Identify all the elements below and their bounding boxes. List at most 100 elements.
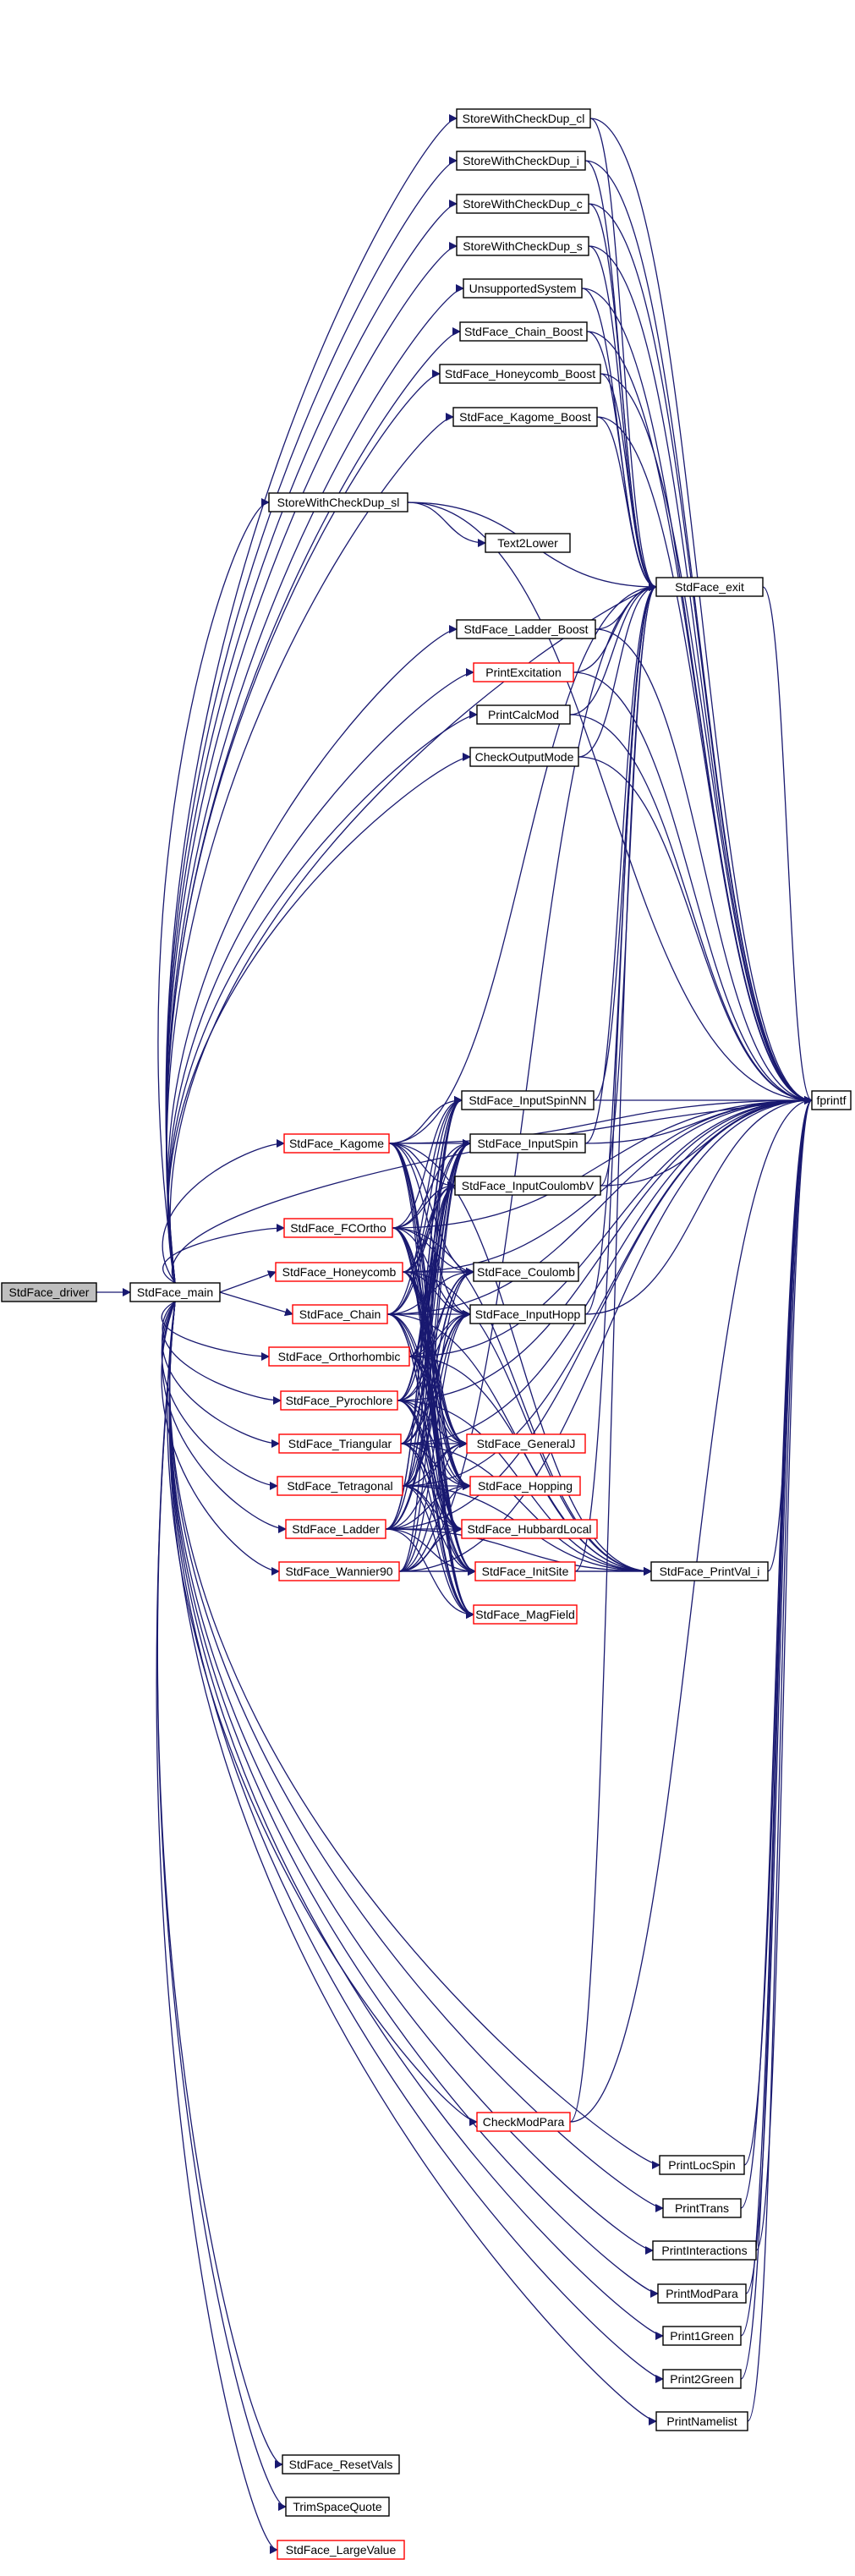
node-printexc[interactable]: PrintExcitation: [473, 662, 574, 682]
node-box-tetra: [277, 1476, 403, 1496]
node-honey_boost[interactable]: StdFace_Honeycomb_Boost: [439, 364, 601, 384]
node-label-coulomb: StdFace_Coulomb: [477, 1265, 575, 1279]
edge-ortho-to-initsite: [408, 1356, 476, 1576]
node-printvali[interactable]: StdFace_PrintVal_i: [650, 1561, 769, 1581]
node-triang[interactable]: StdFace_Triangular: [278, 1433, 402, 1454]
node-checkout[interactable]: CheckOutputMode: [469, 747, 579, 767]
edge-printtrans-to-fprintf: [740, 1096, 813, 2209]
node-inhopp[interactable]: StdFace_InputHopp: [469, 1304, 586, 1324]
node-box-swcd_c: [456, 194, 589, 214]
edge-main-to-kagome_boost: [166, 413, 454, 1284]
node-ladder_boost[interactable]: StdFace_Ladder_Boost: [456, 619, 596, 639]
node-label-pyro: StdFace_Pyrochlore: [286, 1394, 393, 1407]
edge-pyro-to-inhopp: [397, 1310, 471, 1401]
node-trimsq[interactable]: TrimSpaceQuote: [285, 2497, 390, 2517]
edge-main-to-printexc: [167, 668, 474, 1284]
node-printname[interactable]: PrintNamelist: [655, 2411, 748, 2431]
node-honeycomb[interactable]: StdFace_Honeycomb: [275, 1262, 403, 1282]
edge-main-to-wannier: [161, 1301, 280, 1576]
node-pyro[interactable]: StdFace_Pyrochlore: [280, 1390, 398, 1411]
node-magfield[interactable]: StdFace_MagField: [473, 1604, 578, 1625]
edge-inspinnn-to-exit: [593, 583, 657, 1101]
edge-printcalc-to-exit: [569, 583, 657, 715]
node-label-incoul: StdFace_InputCoulombV: [462, 1179, 595, 1192]
node-swcd_cl[interactable]: StoreWithCheckDup_cl: [456, 108, 591, 129]
node-print1g[interactable]: Print1Green: [662, 2326, 742, 2346]
node-chain[interactable]: StdFace_Chain: [292, 1304, 388, 1324]
node-generalj[interactable]: StdFace_GeneralJ: [466, 1433, 586, 1454]
node-printmod[interactable]: PrintModPara: [657, 2283, 747, 2304]
node-label-triang: StdFace_Triangular: [288, 1437, 392, 1450]
node-label-fcortho: StdFace_FCOrtho: [290, 1221, 386, 1235]
edge-main-to-swcd_c: [165, 200, 458, 1284]
edge-exit-to-fprintf: [762, 586, 813, 1104]
node-ladder[interactable]: StdFace_Ladder: [285, 1519, 386, 1539]
node-ortho[interactable]: StdFace_Orthorhombic: [268, 1346, 410, 1367]
node-box-coulomb: [473, 1262, 579, 1282]
edge-triang-to-initsite: [400, 1443, 476, 1576]
node-box-incoul: [454, 1176, 601, 1196]
node-chain_boost[interactable]: StdFace_Chain_Boost: [459, 321, 588, 342]
node-print2g[interactable]: Print2Green: [662, 2369, 742, 2389]
node-box-fcortho: [283, 1218, 393, 1238]
node-box-printlocspin: [659, 2155, 745, 2175]
node-box-inspin: [469, 1133, 586, 1154]
node-exit[interactable]: StdFace_exit: [655, 577, 764, 597]
node-incoul[interactable]: StdFace_InputCoulombV: [454, 1176, 601, 1196]
node-printinter[interactable]: PrintInteractions: [652, 2240, 757, 2261]
node-kagome[interactable]: StdFace_Kagome: [283, 1133, 390, 1154]
node-label-inspinnn: StdFace_InputSpinNN: [469, 1093, 586, 1107]
node-box-checkmod: [476, 2112, 571, 2132]
node-inspinnn[interactable]: StdFace_InputSpinNN: [461, 1090, 595, 1110]
node-box-ladder_boost: [456, 619, 596, 639]
node-label-initsite: StdFace_InitSite: [482, 1565, 569, 1578]
node-text2lower[interactable]: Text2Lower: [485, 533, 571, 553]
node-box-driver: [1, 1282, 97, 1302]
node-fprintf[interactable]: fprintf: [811, 1090, 852, 1110]
edge-wannier-to-incoul: [398, 1181, 456, 1572]
node-label-printmod: PrintModPara: [666, 2287, 738, 2300]
edge-wannier-to-inhopp: [398, 1310, 471, 1572]
edge-honeycomb-to-inspinnn: [402, 1096, 463, 1273]
node-swcd_sl[interactable]: StoreWithCheckDup_sl: [268, 492, 408, 512]
edge-main-to-printlocspin: [169, 1301, 660, 2169]
node-largeval[interactable]: StdFace_LargeValue: [277, 2540, 405, 2560]
node-kagome_boost[interactable]: StdFace_Kagome_Boost: [452, 407, 598, 427]
node-resetvals[interactable]: StdFace_ResetVals: [282, 2454, 400, 2475]
node-unsup[interactable]: UnsupportedSystem: [463, 278, 583, 299]
edge-ladder-to-fprintf: [385, 1096, 813, 1530]
node-printlocspin[interactable]: PrintLocSpin: [659, 2155, 745, 2175]
edge-main-to-swcd_sl: [157, 498, 270, 1284]
node-swcd_i[interactable]: StoreWithCheckDup_i: [456, 151, 586, 171]
edge-fcortho-to-incoul: [392, 1181, 456, 1229]
node-label-swcd_sl: StoreWithCheckDup_sl: [277, 496, 400, 509]
edge-printlocspin-to-fprintf: [743, 1096, 813, 2166]
node-label-wannier: StdFace_Wannier90: [285, 1565, 392, 1578]
node-swcd_s[interactable]: StoreWithCheckDup_s: [456, 236, 589, 256]
node-hopping[interactable]: StdFace_Hopping: [469, 1476, 581, 1496]
node-main[interactable]: StdFace_main: [129, 1282, 221, 1302]
node-hubloc[interactable]: StdFace_HubbardLocal: [461, 1519, 598, 1539]
edge-main-to-pyro: [162, 1301, 282, 1405]
node-checkmod[interactable]: CheckModPara: [476, 2112, 571, 2132]
node-label-printinter: PrintInteractions: [661, 2244, 747, 2257]
node-printcalc[interactable]: PrintCalcMod: [476, 704, 571, 725]
node-box-ortho: [268, 1346, 410, 1367]
node-printtrans[interactable]: PrintTrans: [662, 2198, 742, 2218]
node-fcortho[interactable]: StdFace_FCOrtho: [283, 1218, 393, 1238]
node-swcd_c[interactable]: StoreWithCheckDup_c: [456, 194, 589, 214]
edge-inhopp-to-fprintf: [584, 1096, 813, 1315]
edge-swcd_cl-to-fprintf: [589, 118, 813, 1104]
node-coulomb[interactable]: StdFace_Coulomb: [473, 1262, 579, 1282]
node-initsite[interactable]: StdFace_InitSite: [474, 1561, 576, 1581]
node-wannier[interactable]: StdFace_Wannier90: [278, 1561, 400, 1581]
edge-main-to-ladder_boost: [167, 625, 458, 1284]
node-inspin[interactable]: StdFace_InputSpin: [469, 1133, 586, 1154]
edge-chain-to-initsite: [386, 1313, 476, 1576]
node-box-chain_boost: [459, 321, 588, 342]
edge-printcalc-to-fprintf: [569, 714, 813, 1104]
node-tetra[interactable]: StdFace_Tetragonal: [277, 1476, 403, 1496]
node-label-print2g: Print2Green: [670, 2372, 733, 2386]
node-driver[interactable]: StdFace_driver: [1, 1282, 97, 1302]
edge-main-to-printmod: [168, 1301, 659, 2298]
